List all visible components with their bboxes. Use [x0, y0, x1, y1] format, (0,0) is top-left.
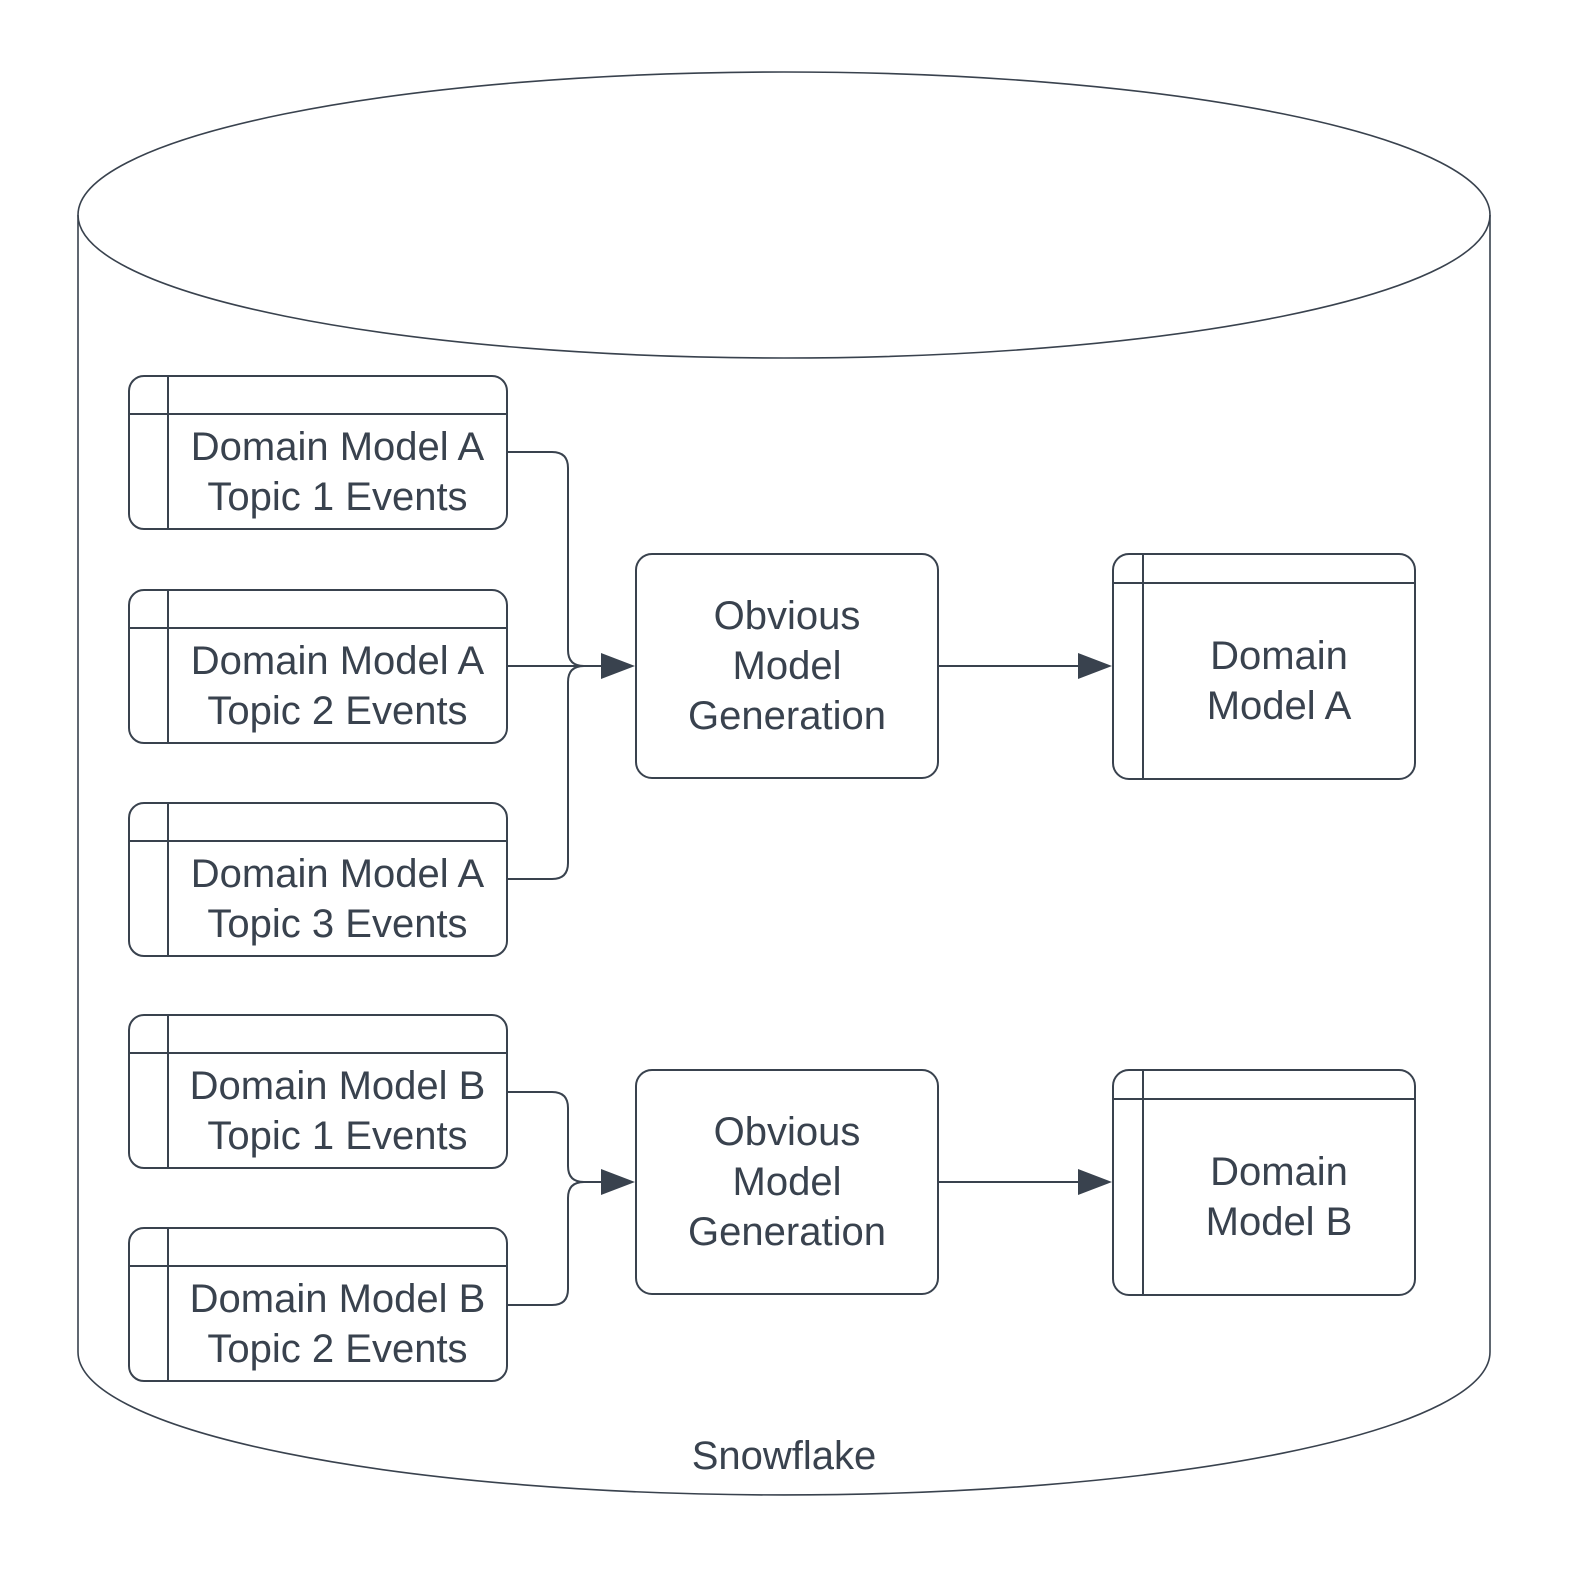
arrowhead-into-process-b: [601, 1169, 635, 1195]
label-line-1: Domain Model A: [190, 424, 485, 469]
label-line-2: Model A: [1206, 684, 1352, 728]
label-line-1: Domain Model A: [190, 851, 485, 896]
table-model-a: [1112, 553, 1416, 780]
label-line-2: Topic 1 Events: [207, 474, 468, 519]
table-topic-a3-label: Domain Model A Topic 3 Events: [168, 841, 507, 956]
connector-a1-to-process: [507, 451, 585, 667]
process-box-b-label: Obvious Model Generation: [636, 1070, 938, 1294]
table-topic-b1: [128, 1014, 508, 1169]
label-line-3: Generation: [688, 694, 886, 738]
table-topic-a1-label: Domain Model A Topic 1 Events: [168, 414, 507, 529]
label-line-1: Domain Model B: [189, 1063, 486, 1108]
cylinder-top-ellipse: [77, 71, 1491, 359]
label-line-1: Domain: [1210, 1150, 1348, 1194]
arrowhead-into-process-a: [601, 653, 635, 679]
connector-group-a: [507, 451, 1079, 880]
table-topic-b1-label: Domain Model B Topic 1 Events: [168, 1053, 507, 1168]
label-line-1: Domain Model A: [190, 638, 485, 683]
cylinder-label: Snowflake: [584, 1430, 984, 1482]
arrowhead-into-model-a: [1078, 653, 1112, 679]
label-line-2: Model: [732, 644, 842, 688]
label-line-1: Obvious: [713, 594, 861, 638]
label-line-1: Domain: [1210, 634, 1348, 678]
arrowhead-into-model-b: [1078, 1169, 1112, 1195]
table-model-b: [1112, 1069, 1416, 1296]
label-line-2: Topic 2 Events: [207, 1326, 468, 1371]
label-line-1: Domain Model B: [189, 1276, 486, 1321]
connector-a3-to-process: [507, 665, 585, 880]
connector-b1-to-process: [507, 1091, 585, 1183]
label-line-3: Generation: [688, 1210, 886, 1254]
connector-b2-to-process: [507, 1181, 585, 1306]
table-topic-a2: [128, 589, 508, 744]
label-line-2: Model B: [1205, 1200, 1353, 1244]
connector-group-b: [507, 1091, 1079, 1306]
table-topic-b2-label: Domain Model B Topic 2 Events: [168, 1266, 507, 1381]
table-model-b-label: Domain Model B: [1143, 1099, 1415, 1295]
cylinder-body: [77, 215, 1491, 1496]
label-line-2: Topic 1 Events: [207, 1113, 468, 1158]
table-topic-a3: [128, 802, 508, 957]
snowflake-cylinder: [77, 71, 1491, 1496]
cylinder-label-text: Snowflake: [691, 1434, 877, 1478]
table-topic-a2-label: Domain Model A Topic 2 Events: [168, 628, 507, 743]
table-model-a-label: Domain Model A: [1143, 583, 1415, 779]
process-box-a-label: Obvious Model Generation: [636, 554, 938, 778]
label-line-1: Obvious: [713, 1110, 861, 1154]
label-line-2: Topic 2 Events: [207, 688, 468, 733]
label-line-2: Topic 3 Events: [207, 901, 468, 946]
label-line-2: Model: [732, 1160, 842, 1204]
